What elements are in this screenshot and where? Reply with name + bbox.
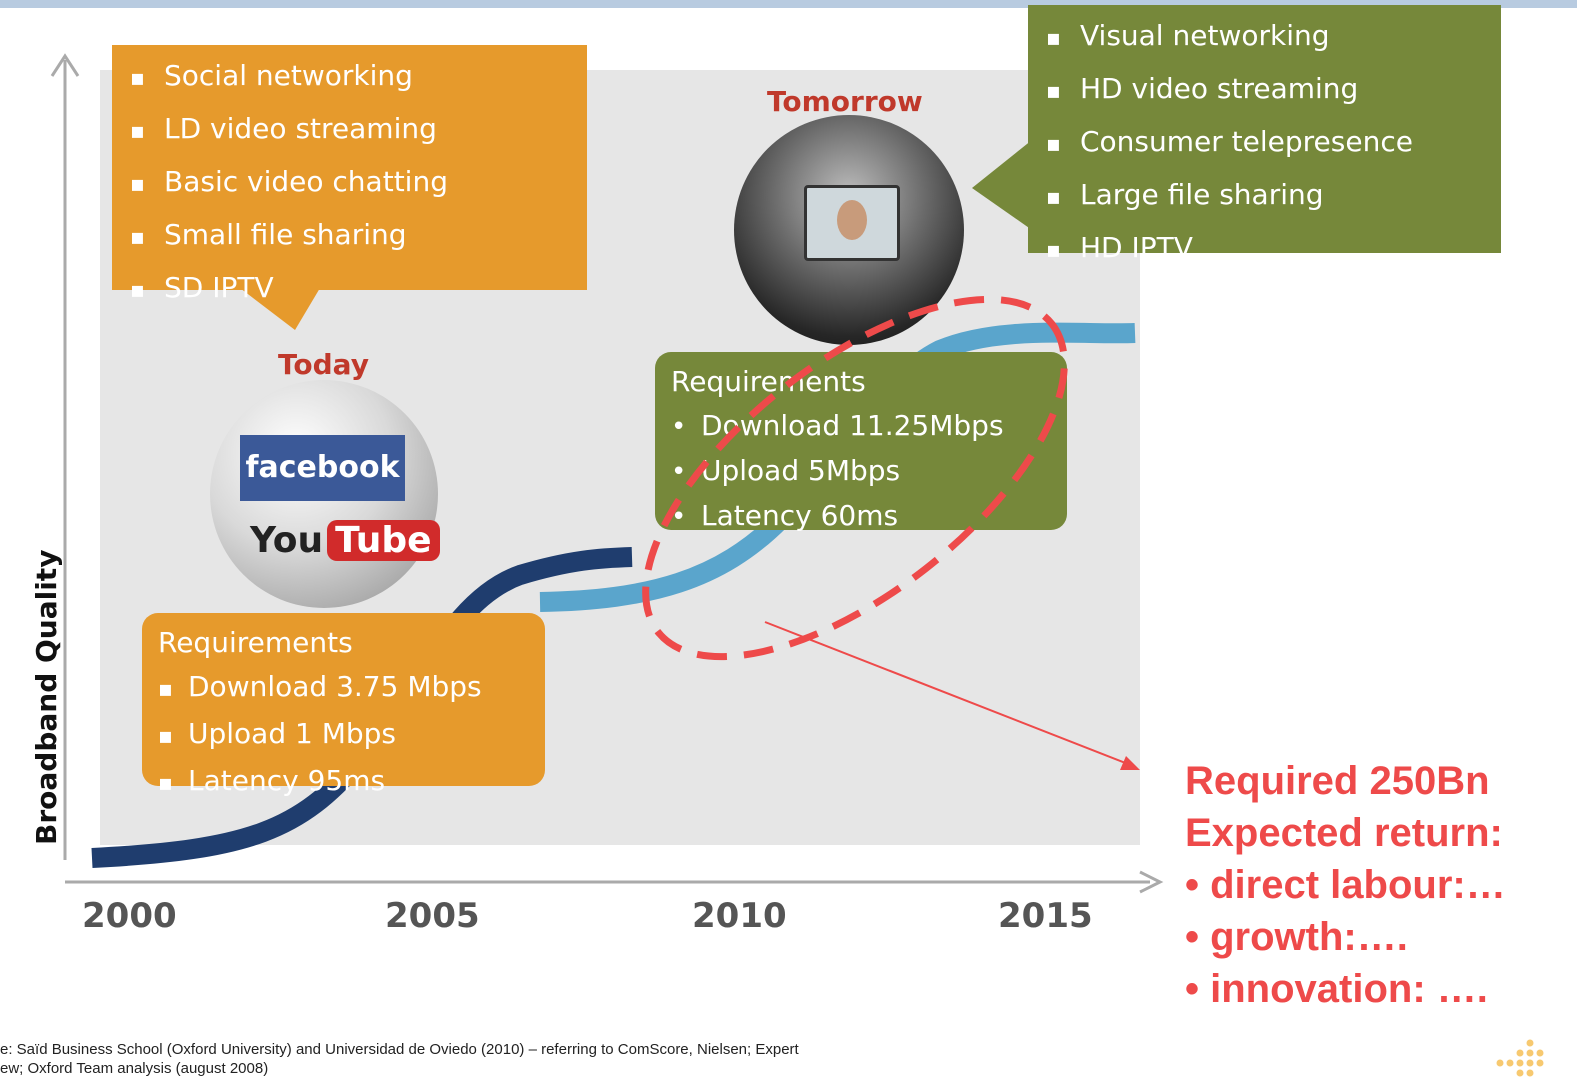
x-tick-label: 2015 xyxy=(998,896,1093,936)
service-item: HD video streaming xyxy=(1046,64,1483,117)
y-axis-arrow xyxy=(50,53,80,77)
source-citation: e: Saïd Business School (Oxford Universi… xyxy=(0,1040,799,1078)
service-item: Basic video chatting xyxy=(130,157,569,210)
x-tick-label: 2010 xyxy=(692,896,787,936)
requirement-item: Upload 1 Mbps xyxy=(158,712,529,759)
service-item: LD video streaming xyxy=(130,104,569,157)
service-item: Social networking xyxy=(130,51,569,104)
requirement-item: Download 3.75 Mbps xyxy=(158,665,529,712)
telepresence-screen xyxy=(804,185,900,261)
service-item: Consumer telepresence xyxy=(1046,117,1483,170)
service-item: Visual networking xyxy=(1046,11,1483,64)
today-requirements-box: Requirements Download 3.75 Mbps Upload 1… xyxy=(142,613,545,797)
service-item: HD IPTV xyxy=(1046,223,1483,276)
requirement-item: Latency 60ms xyxy=(671,494,1051,539)
x-tick-label: 2005 xyxy=(385,896,480,936)
requirement-item: Latency 95ms xyxy=(158,759,529,806)
service-item: Large file sharing xyxy=(1046,170,1483,223)
requirements-title: Requirements xyxy=(158,626,353,659)
pointer-arrow-head xyxy=(1120,756,1140,770)
requirement-item: Upload 5Mbps xyxy=(671,449,1051,494)
annotation-line: • innovation: …. xyxy=(1185,967,1488,1011)
requirements-title: Requirements xyxy=(671,365,866,398)
today-services-callout: Social networking LD video streaming Bas… xyxy=(112,45,587,304)
x-axis-arrow xyxy=(1139,870,1164,894)
pointer-arrow-line xyxy=(764,621,1129,765)
annotation-line: Expected return: xyxy=(1185,811,1503,855)
annotation-line: • growth:…. xyxy=(1185,915,1408,959)
person-face xyxy=(837,200,867,240)
source-line: e: Saïd Business School (Oxford Universi… xyxy=(0,1041,799,1058)
youtube-logo-tube: Tube xyxy=(327,520,440,561)
investment-annotation: Required 250Bn Expected return: • direct… xyxy=(1185,755,1506,1015)
x-tick-label: 2000 xyxy=(82,896,177,936)
top-bar xyxy=(0,0,1577,8)
annotation-line: Required 250Bn xyxy=(1185,759,1490,803)
tomorrow-callout-pointer xyxy=(972,140,1032,230)
source-line: ew; Oxford Team analysis (august 2008) xyxy=(0,1060,269,1077)
dashed-highlight-ellipse xyxy=(642,295,1068,661)
annotation-line: • direct labour:… xyxy=(1185,863,1506,907)
service-item: Small file sharing xyxy=(130,210,569,263)
youtube-logo-you: You xyxy=(250,520,324,561)
tomorrow-label: Tomorrow xyxy=(767,85,923,118)
service-item: SD IPTV xyxy=(130,263,569,316)
tomorrow-services-callout: Visual networking HD video streaming Con… xyxy=(1028,5,1501,264)
today-label: Today xyxy=(278,348,369,381)
facebook-logo: facebook xyxy=(240,435,405,501)
